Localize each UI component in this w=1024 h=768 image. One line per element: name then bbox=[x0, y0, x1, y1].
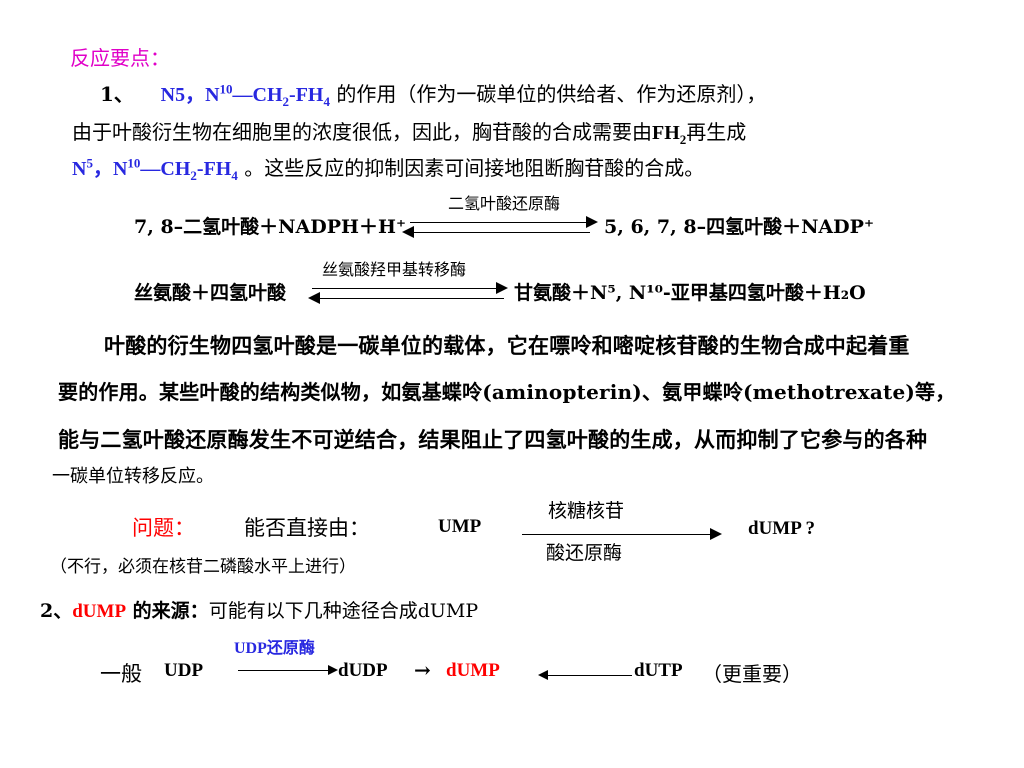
question-arrow bbox=[522, 534, 712, 535]
reaction-2-reverse-arrowhead bbox=[308, 292, 320, 304]
paragraph-2: 2、dUMP 的来源：可能有以下几种途径合成dUMP bbox=[40, 600, 479, 622]
pathway-dump: dUMP bbox=[446, 660, 500, 681]
question-text: 能否直接由： bbox=[244, 516, 370, 540]
reaction-1-left: 7, 8–二氢叶酸＋NADPH＋H⁺ bbox=[134, 216, 406, 238]
pathway-enzyme: UDP还原酶 bbox=[234, 640, 315, 657]
paragraph-1-line-2: 由于叶酸衍生物在细胞里的浓度很低，因此，胸苷酸的合成需要由FH2再生成 bbox=[72, 120, 747, 147]
reaction-1-forward-arrow bbox=[410, 222, 588, 223]
pathway-arrowhead-1 bbox=[328, 665, 338, 675]
question-dump: dUMP ? bbox=[748, 518, 816, 539]
scan-paragraph-line-1: 叶酸的衍生物四氢叶酸是一碳单位的载体，它在嘌呤和嘧啶核苷酸的生物合成中起着重 bbox=[104, 333, 910, 358]
heading: 反应要点： bbox=[70, 46, 170, 70]
reaction-2-reverse-arrow bbox=[318, 298, 504, 299]
reaction-1-reverse-arrow bbox=[412, 232, 590, 233]
reaction-2-right: 甘氨酸＋N⁵, N¹⁰-亚甲基四氢叶酸＋H₂O bbox=[514, 282, 866, 304]
item-number-1: 1、 bbox=[100, 82, 134, 106]
pathway-arrowhead-3 bbox=[538, 670, 548, 680]
scan-paragraph-line-2: 要的作用。某些叶酸的结构类似物，如氨基蝶呤(aminopterin)、氨甲蝶呤(… bbox=[58, 380, 956, 404]
reaction-1-reverse-arrowhead bbox=[402, 226, 414, 238]
pathway-arrow-1 bbox=[238, 670, 330, 671]
reaction-2-forward-arrowhead bbox=[496, 282, 508, 294]
question-arrowhead bbox=[710, 528, 722, 540]
reaction-2-left: 丝氨酸＋四氢叶酸 bbox=[134, 282, 287, 304]
question-label: 问题： bbox=[132, 516, 195, 540]
reaction-1-forward-arrowhead bbox=[586, 216, 598, 228]
reaction-2-forward-arrow bbox=[312, 288, 498, 289]
question-enzyme-top: 核糖核苷 bbox=[548, 500, 625, 522]
pathway-dutp: dUTP bbox=[634, 660, 683, 681]
formula-n5-n10: N5，N10—CH2-FH4 bbox=[160, 81, 330, 109]
pathway-note: （更重要） bbox=[702, 662, 802, 686]
dump-label: dUMP bbox=[72, 601, 127, 622]
scan-paragraph-line-3: 能与二氢叶酸还原酶发生不可逆结合，结果阻止了四氢叶酸的生成，从而抑制了它参与的各… bbox=[58, 427, 928, 452]
pathway-dudp: dUDP bbox=[338, 660, 388, 681]
pathway-udp: UDP bbox=[164, 660, 204, 681]
pathway-general: 一般 bbox=[100, 662, 142, 686]
paragraph-1-line-3: N5，N10—CH2-FH4 。这些反应的抑制因素可间接地阻断胸苷酸的合成。 bbox=[72, 155, 705, 183]
pathway-arrow-3 bbox=[546, 675, 632, 676]
question-ump: UMP bbox=[438, 516, 482, 537]
reaction-1-enzyme: 二氢叶酸还原酶 bbox=[448, 194, 561, 213]
scan-paragraph-line-4: 一碳单位转移反应。 bbox=[52, 466, 214, 487]
pathway-arrow-2: → bbox=[414, 658, 431, 682]
role-text: 的作用（作为一碳单位的供给者、作为还原剂）， bbox=[329, 82, 767, 106]
reaction-1-right: 5, 6, 7, 8–四氢叶酸＋NADP⁺ bbox=[604, 216, 874, 238]
question-enzyme-bottom: 酸还原酶 bbox=[546, 542, 623, 564]
reaction-2-enzyme: 丝氨酸羟甲基转移酶 bbox=[322, 260, 467, 279]
paragraph-1-line-1: 1、 N5，N10—CH2-FH4 的作用（作为一碳单位的供给者、作为还原剂）， bbox=[100, 78, 766, 110]
question-answer: （不行，必须在核苷二磷酸水平上进行） bbox=[50, 557, 356, 577]
